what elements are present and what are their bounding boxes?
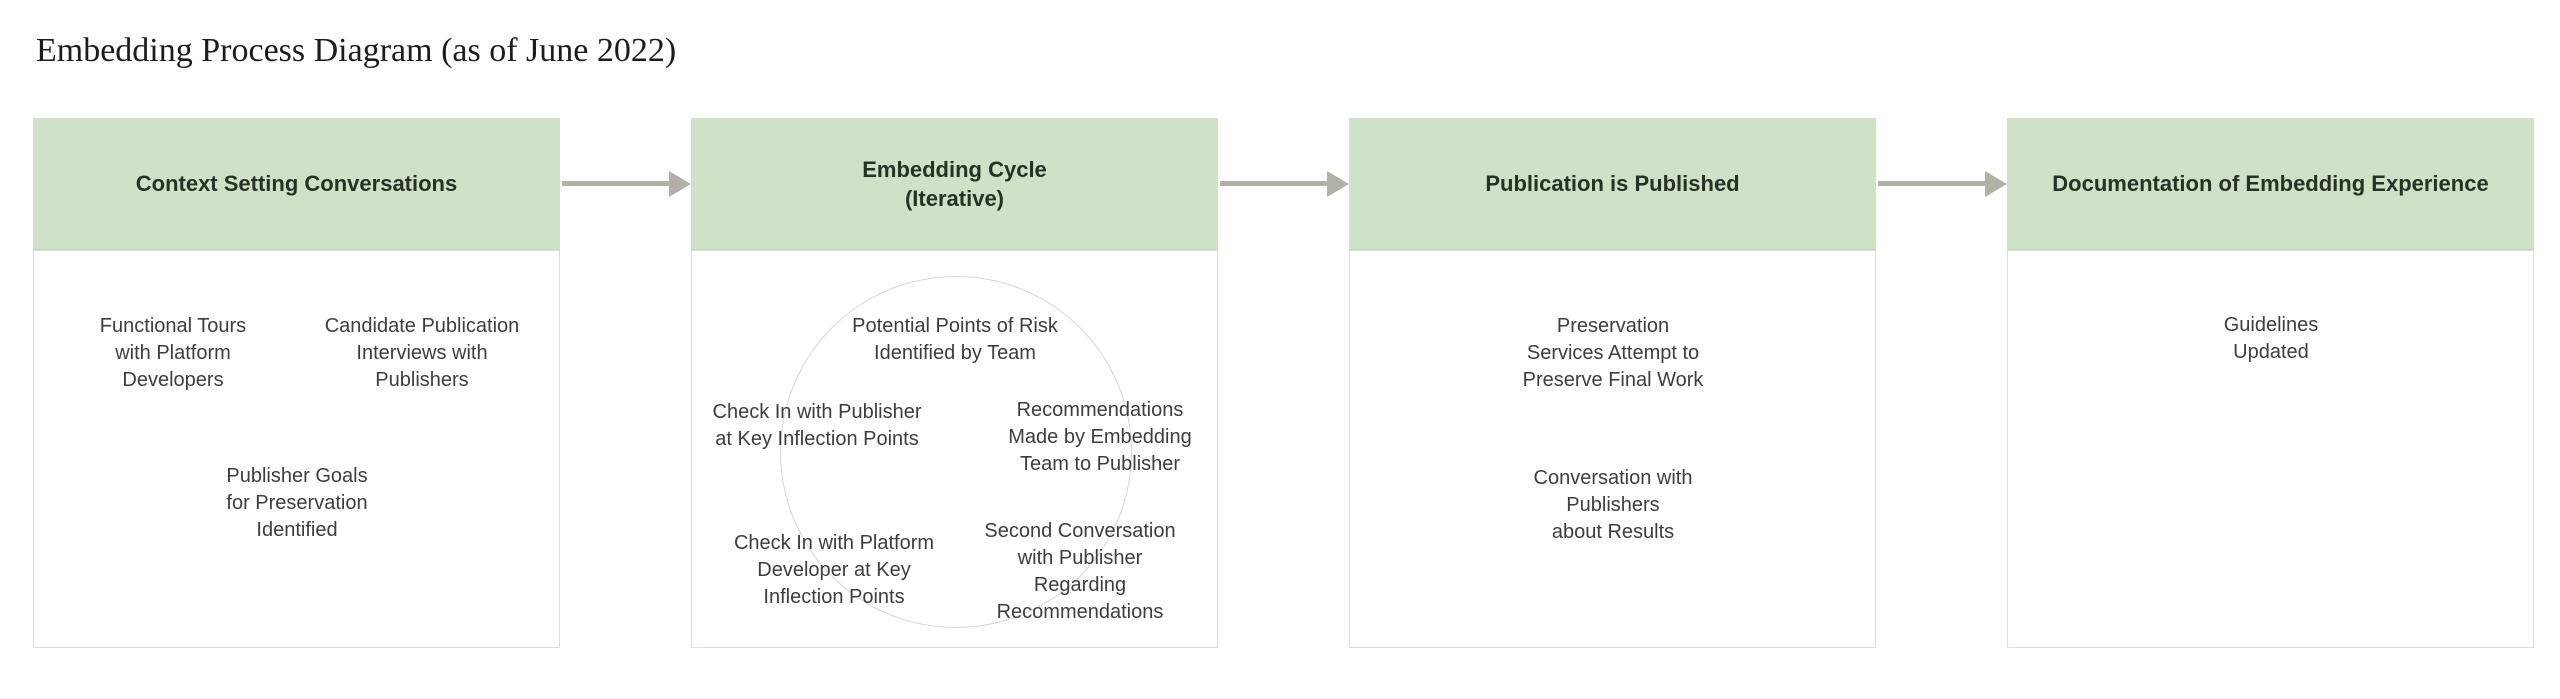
- flow-arrow-2: [1220, 171, 1349, 197]
- flow-arrow-3: [1878, 171, 2007, 197]
- note-potential-points-of-risk: Potential Points of Risk Identified by T…: [852, 315, 1058, 364]
- note-check-in-platform-developer: Check In with Platform Developer at Key …: [733, 532, 935, 608]
- stage-header-label: Documentation of Embedding Experience: [2052, 171, 2489, 196]
- stage-publication-is-published: Publication is Published Preservation Se…: [1349, 118, 1876, 648]
- note-guidelines-updated: Guidelines Updated: [2223, 314, 2319, 363]
- stage-header-label: Context Setting Conversations: [135, 171, 458, 196]
- stage-body-publication-is-published: Preservation Services Attempt to Preserv…: [1349, 250, 1876, 648]
- note-publisher-goals: Publisher Goals for Preservation Identif…: [226, 465, 368, 541]
- note-conversation-about-results: Conversation with Publishers about Resul…: [1533, 467, 1693, 543]
- flow-arrow-1: [562, 171, 691, 197]
- stage-header-documentation: Documentation of Embedding Experience: [2007, 118, 2534, 250]
- stage-header-context-setting-conversations: Context Setting Conversations: [33, 118, 560, 250]
- note-functional-tours: Functional Tours with Platform Developer…: [99, 315, 247, 391]
- stage-header-publication-is-published: Publication is Published: [1349, 118, 1876, 250]
- stage-documentation-of-embedding-experience: Documentation of Embedding Experience Gu…: [2007, 118, 2534, 648]
- stage-body-context-setting-conversations: Functional Tours with Platform Developer…: [33, 250, 560, 648]
- stage-body-embedding-cycle: Potential Points of Risk Identified by T…: [691, 250, 1218, 648]
- flow-arrow-shaft: [1878, 181, 1987, 186]
- stage-embedding-cycle: Embedding Cycle (Iterative) Potential Po…: [691, 118, 1218, 648]
- note-recommendations-made: Recommendations Made by Embedding Team t…: [1008, 399, 1192, 475]
- note-second-conversation: Second Conversation with Publisher Regar…: [984, 520, 1176, 623]
- note-preservation-services-attempt: Preservation Services Attempt to Preserv…: [1522, 315, 1704, 391]
- stage-header-label: Embedding Cycle (Iterative): [862, 156, 1047, 211]
- stage-context-setting-conversations: Context Setting Conversations Functional…: [33, 118, 560, 648]
- iterative-cycle-circle: [780, 276, 1132, 628]
- flow-arrow-shaft: [1220, 181, 1329, 186]
- note-check-in-publisher: Check In with Publisher at Key Inflectio…: [712, 401, 922, 450]
- stage-header-label: Publication is Published: [1485, 171, 1740, 196]
- stage-header-embedding-cycle: Embedding Cycle (Iterative): [691, 118, 1218, 250]
- note-candidate-publication-interviews: Candidate Publication Interviews with Pu…: [324, 315, 520, 391]
- flow-arrow-head-icon: [1985, 171, 2007, 197]
- stage-body-documentation: Guidelines Updated: [2007, 250, 2534, 648]
- flow-arrow-head-icon: [669, 171, 691, 197]
- flow-arrow-shaft: [562, 181, 671, 186]
- diagram-title: Embedding Process Diagram (as of June 20…: [36, 32, 677, 69]
- flow-arrow-head-icon: [1327, 171, 1349, 197]
